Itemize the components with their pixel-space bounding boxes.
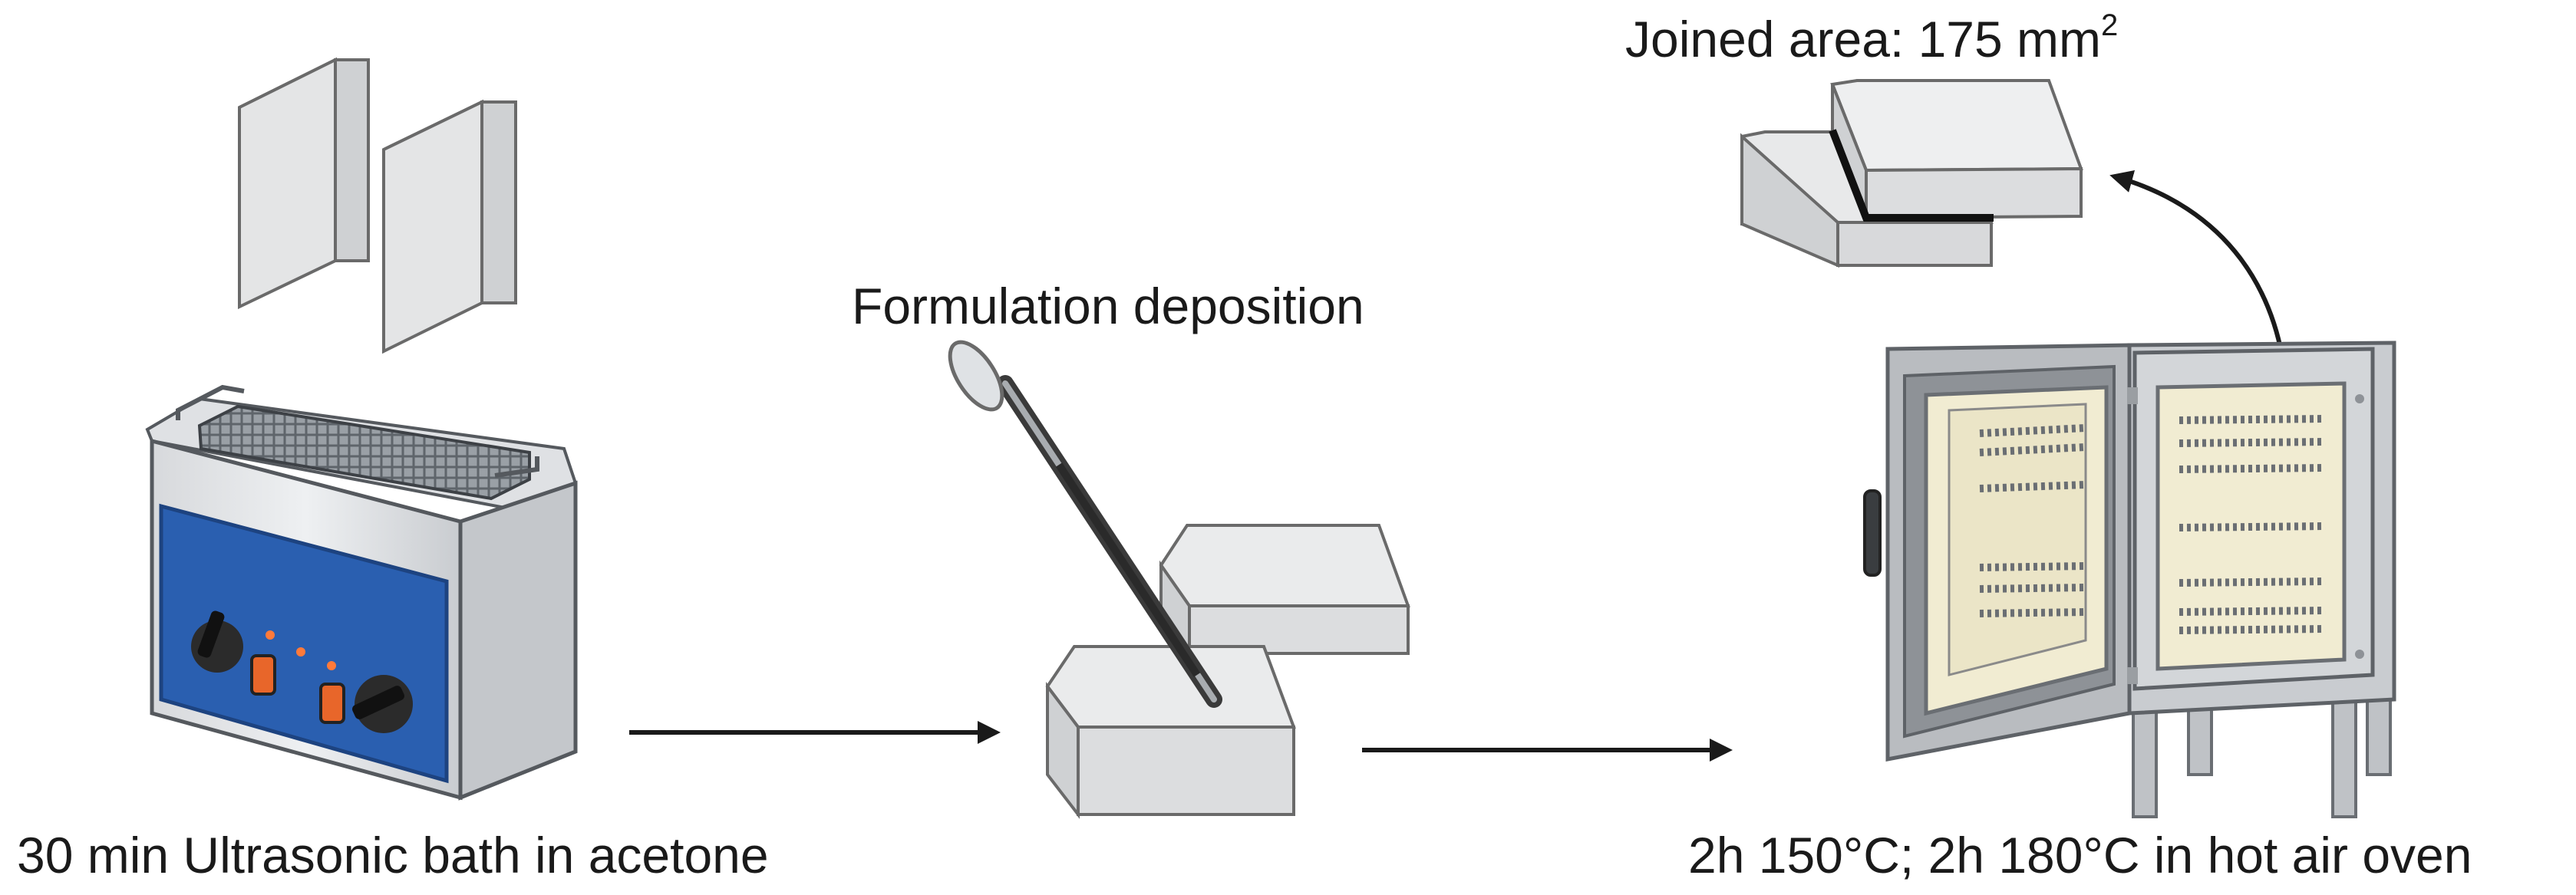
metal-block-icon <box>1159 524 1410 659</box>
formulation-deposition-label: Formulation deposition <box>852 278 1364 334</box>
ultrasonic-bath-icon <box>145 384 578 801</box>
heating-coil-icon <box>2179 415 2326 634</box>
joined-area-superscript: 2 <box>2101 8 2118 42</box>
heating-coil-icon <box>1979 424 2086 617</box>
metal-block-icon <box>1045 645 1296 819</box>
oven-conditions-label: 2h 150°C; 2h 180°C in hot air oven <box>1688 827 2472 883</box>
joined-plates-icon <box>1740 79 2083 268</box>
pipette-icon <box>948 340 1222 708</box>
switch-icon <box>250 630 345 724</box>
metal-block-icon <box>238 57 370 310</box>
hot-air-oven-icon <box>1863 341 2396 818</box>
knob-icon <box>352 675 413 733</box>
knob-icon <box>191 610 243 673</box>
joined-area-value: Joined area: 175 mm <box>1625 11 2101 67</box>
metal-block-icon <box>382 99 517 354</box>
ultrasonic-bath-label: 30 min Ultrasonic bath in acetone <box>17 827 769 883</box>
joined-area-label: Joined area: 175 mm2 <box>1625 8 2118 67</box>
